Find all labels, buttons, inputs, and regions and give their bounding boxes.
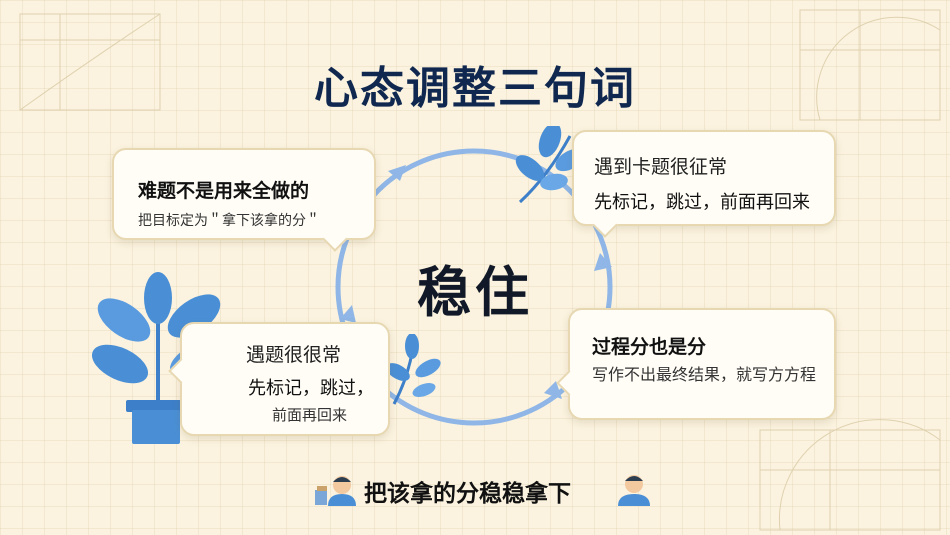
student-with-books-icon [315, 476, 356, 506]
card-subtext: 写作不出最终结果，就写方方程 [592, 365, 817, 384]
card-stuck-is-normal: 遇到卡题很征常 先标记，跳过，前面再回来 [572, 130, 836, 238]
card-subtext: 先标记，跳过，前面再回来 [594, 192, 810, 213]
student-icon [618, 475, 650, 506]
center-label: 稳住 [417, 261, 533, 324]
cycle-ring [335, 148, 613, 426]
card-problems-normal: 遇题很很常 先标记，跳过， 前面再回来 [168, 322, 390, 436]
arrow-right-icon [594, 253, 612, 271]
footer: 把该拿的分稳稳拿下 [0, 474, 950, 507]
card-subtext: 把目标定为＂拿下该拿的分＂ [138, 213, 320, 229]
card-heading: 遇到卡题很征常 [594, 156, 728, 178]
card-heading: 难题不是用来全做的 [138, 180, 310, 202]
arrow-bottom-icon [544, 381, 562, 399]
card-hard-problems: 难题不是用来全做的 把目标定为＂拿下该拿的分＂ [112, 148, 376, 252]
card-subtext-line2: 前面再回来 [272, 406, 348, 424]
arrow-top-icon [388, 165, 406, 181]
leaf-sprig-small-icon [386, 334, 441, 405]
arrow-left-icon [340, 305, 356, 323]
card-heading: 遇题很很常 [246, 344, 342, 366]
card-subtext-line1: 先标记，跳过， [248, 378, 374, 399]
card-heading: 过程分也是分 [592, 336, 707, 358]
card-process-points: 过程分也是分 写作不出最终结果，就写方方程 [556, 308, 836, 420]
footer-text: 把该拿的分稳稳拿下 [364, 481, 571, 507]
potted-plant-icon [91, 272, 227, 444]
page-title: 心态调整三句词 [314, 63, 636, 114]
